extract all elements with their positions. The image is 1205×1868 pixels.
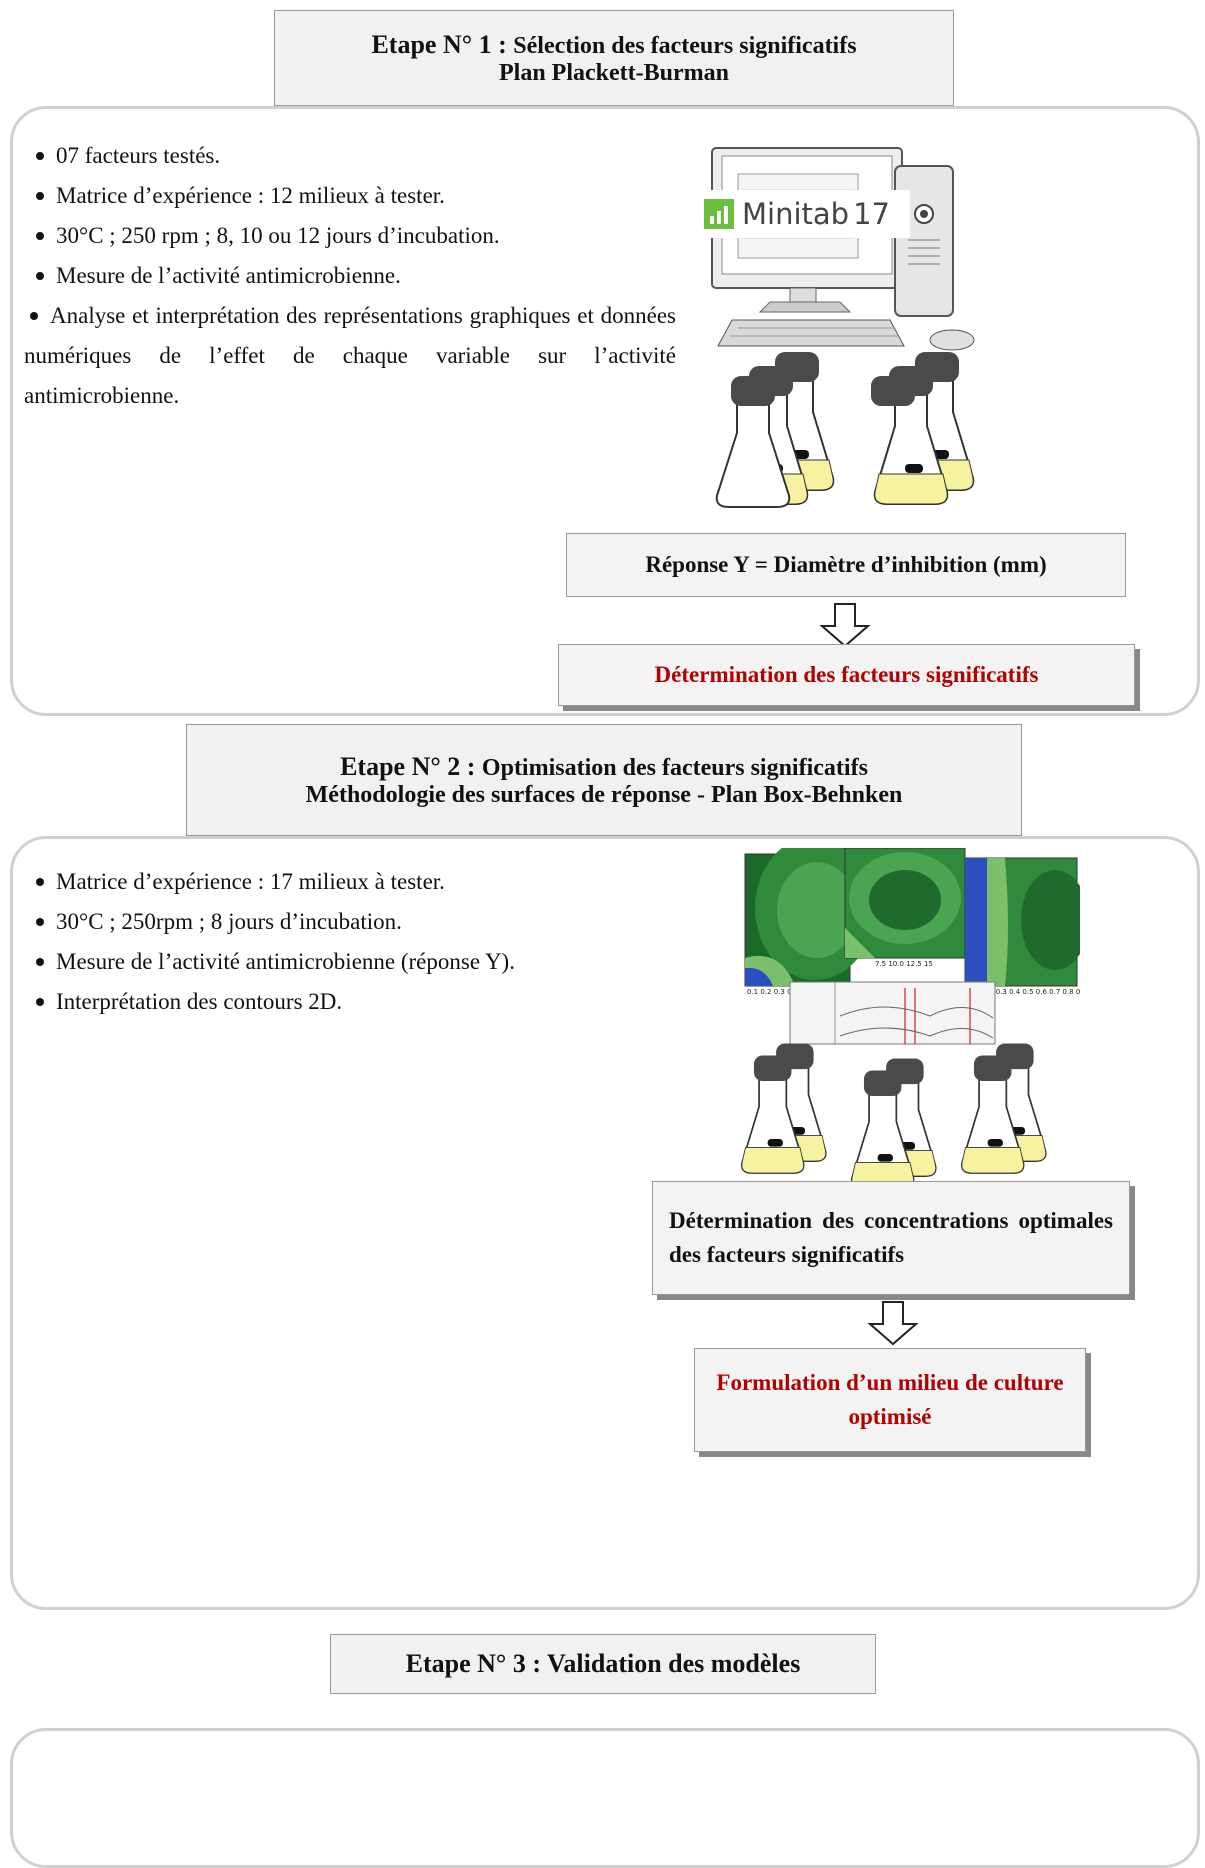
- flask-group-icon: [740, 1043, 827, 1174]
- minitab-logo: Minitab 17: [700, 190, 910, 238]
- step2-title: Optimisation des facteurs significatifs: [481, 754, 868, 781]
- determination-box: Détermination des concentrations optimal…: [652, 1181, 1130, 1295]
- step1-bullet-list: 07 facteurs testés. Matrice d’expérience…: [24, 136, 676, 416]
- list-item: 07 facteurs testés.: [30, 136, 676, 176]
- step1-header: Etape N° 1 : Sélection des facteurs sign…: [274, 10, 954, 106]
- list-item: 30°C ; 250 rpm ; 8, 10 ou 12 jours d’inc…: [30, 216, 676, 256]
- contour-plots-image: 0.1 0.2 0.3 0.4 0.5 0.6 0.7 0.8 0.9 7.5 …: [744, 848, 1080, 1045]
- step3-title: Etape N° 3 : Validation des modèles: [405, 1649, 801, 1678]
- minitab-logo-icon: [704, 199, 734, 229]
- arrow-down-icon: [819, 603, 871, 648]
- result-box-step1: Détermination des facteurs significatifs: [558, 644, 1135, 706]
- step2-header: Etape N° 2 : Optimisation des facteurs s…: [186, 724, 1022, 836]
- step2-bullet-list: Matrice d’expérience : 17 milieux à test…: [30, 862, 670, 1022]
- flask-group-icon: [871, 352, 975, 505]
- minitab-version: 17: [853, 197, 890, 231]
- svg-text:0.1 0.2 0.3 0.4 0.5 0.6 0.7 0.: 0.1 0.2 0.3 0.4 0.5 0.6 0.7 0.8 0.9: [969, 988, 1080, 996]
- flask-group-icon: [715, 352, 835, 508]
- step3-header: Etape N° 3 : Validation des modèles: [330, 1634, 876, 1694]
- list-item: Interprétation des contours 2D.: [30, 982, 670, 1022]
- step2-title-prefix: Etape N° 2 :: [340, 751, 482, 781]
- list-item: Matrice d’expérience : 17 milieux à test…: [30, 862, 670, 902]
- step1-title-prefix: Etape N° 1 :: [371, 29, 514, 59]
- response-box: Réponse Y = Diamètre d’inhibition (mm): [566, 533, 1126, 597]
- list-item: Mesure de l’activité antimicrobienne.: [30, 256, 676, 296]
- svg-text:7.5 10.0 12.5 15: 7.5 10.0 12.5 15: [875, 960, 933, 968]
- determination-text: Détermination des concentrations optimal…: [669, 1208, 1113, 1267]
- computer-icon: [711, 147, 975, 351]
- list-item: Mesure de l’activité antimicrobienne (ré…: [30, 942, 670, 982]
- arrow-down-icon: [867, 1301, 919, 1346]
- flask-group-icon: [850, 1058, 937, 1189]
- step3-panel: [10, 1728, 1200, 1868]
- step1-subtitle: Plan Plackett-Burman: [499, 59, 729, 86]
- result-box-step2-text: Formulation d’un milieu de culture optim…: [716, 1370, 1064, 1429]
- step2-panel: [10, 836, 1200, 1610]
- list-item: Matrice d’expérience : 12 milieux à test…: [30, 176, 676, 216]
- step1-panel: [10, 106, 1200, 716]
- list-item: 30°C ; 250rpm ; 8 jours d’incubation.: [30, 902, 670, 942]
- step1-title: Sélection des facteurs significatifs: [513, 32, 857, 59]
- minitab-label: Minitab: [742, 197, 850, 231]
- result-box-step2: Formulation d’un milieu de culture optim…: [694, 1348, 1086, 1452]
- flask-group-icon: [960, 1043, 1047, 1174]
- step2-subtitle: Méthodologie des surfaces de réponse - P…: [305, 781, 903, 808]
- list-item: Analyse et interprétation des représenta…: [24, 303, 676, 408]
